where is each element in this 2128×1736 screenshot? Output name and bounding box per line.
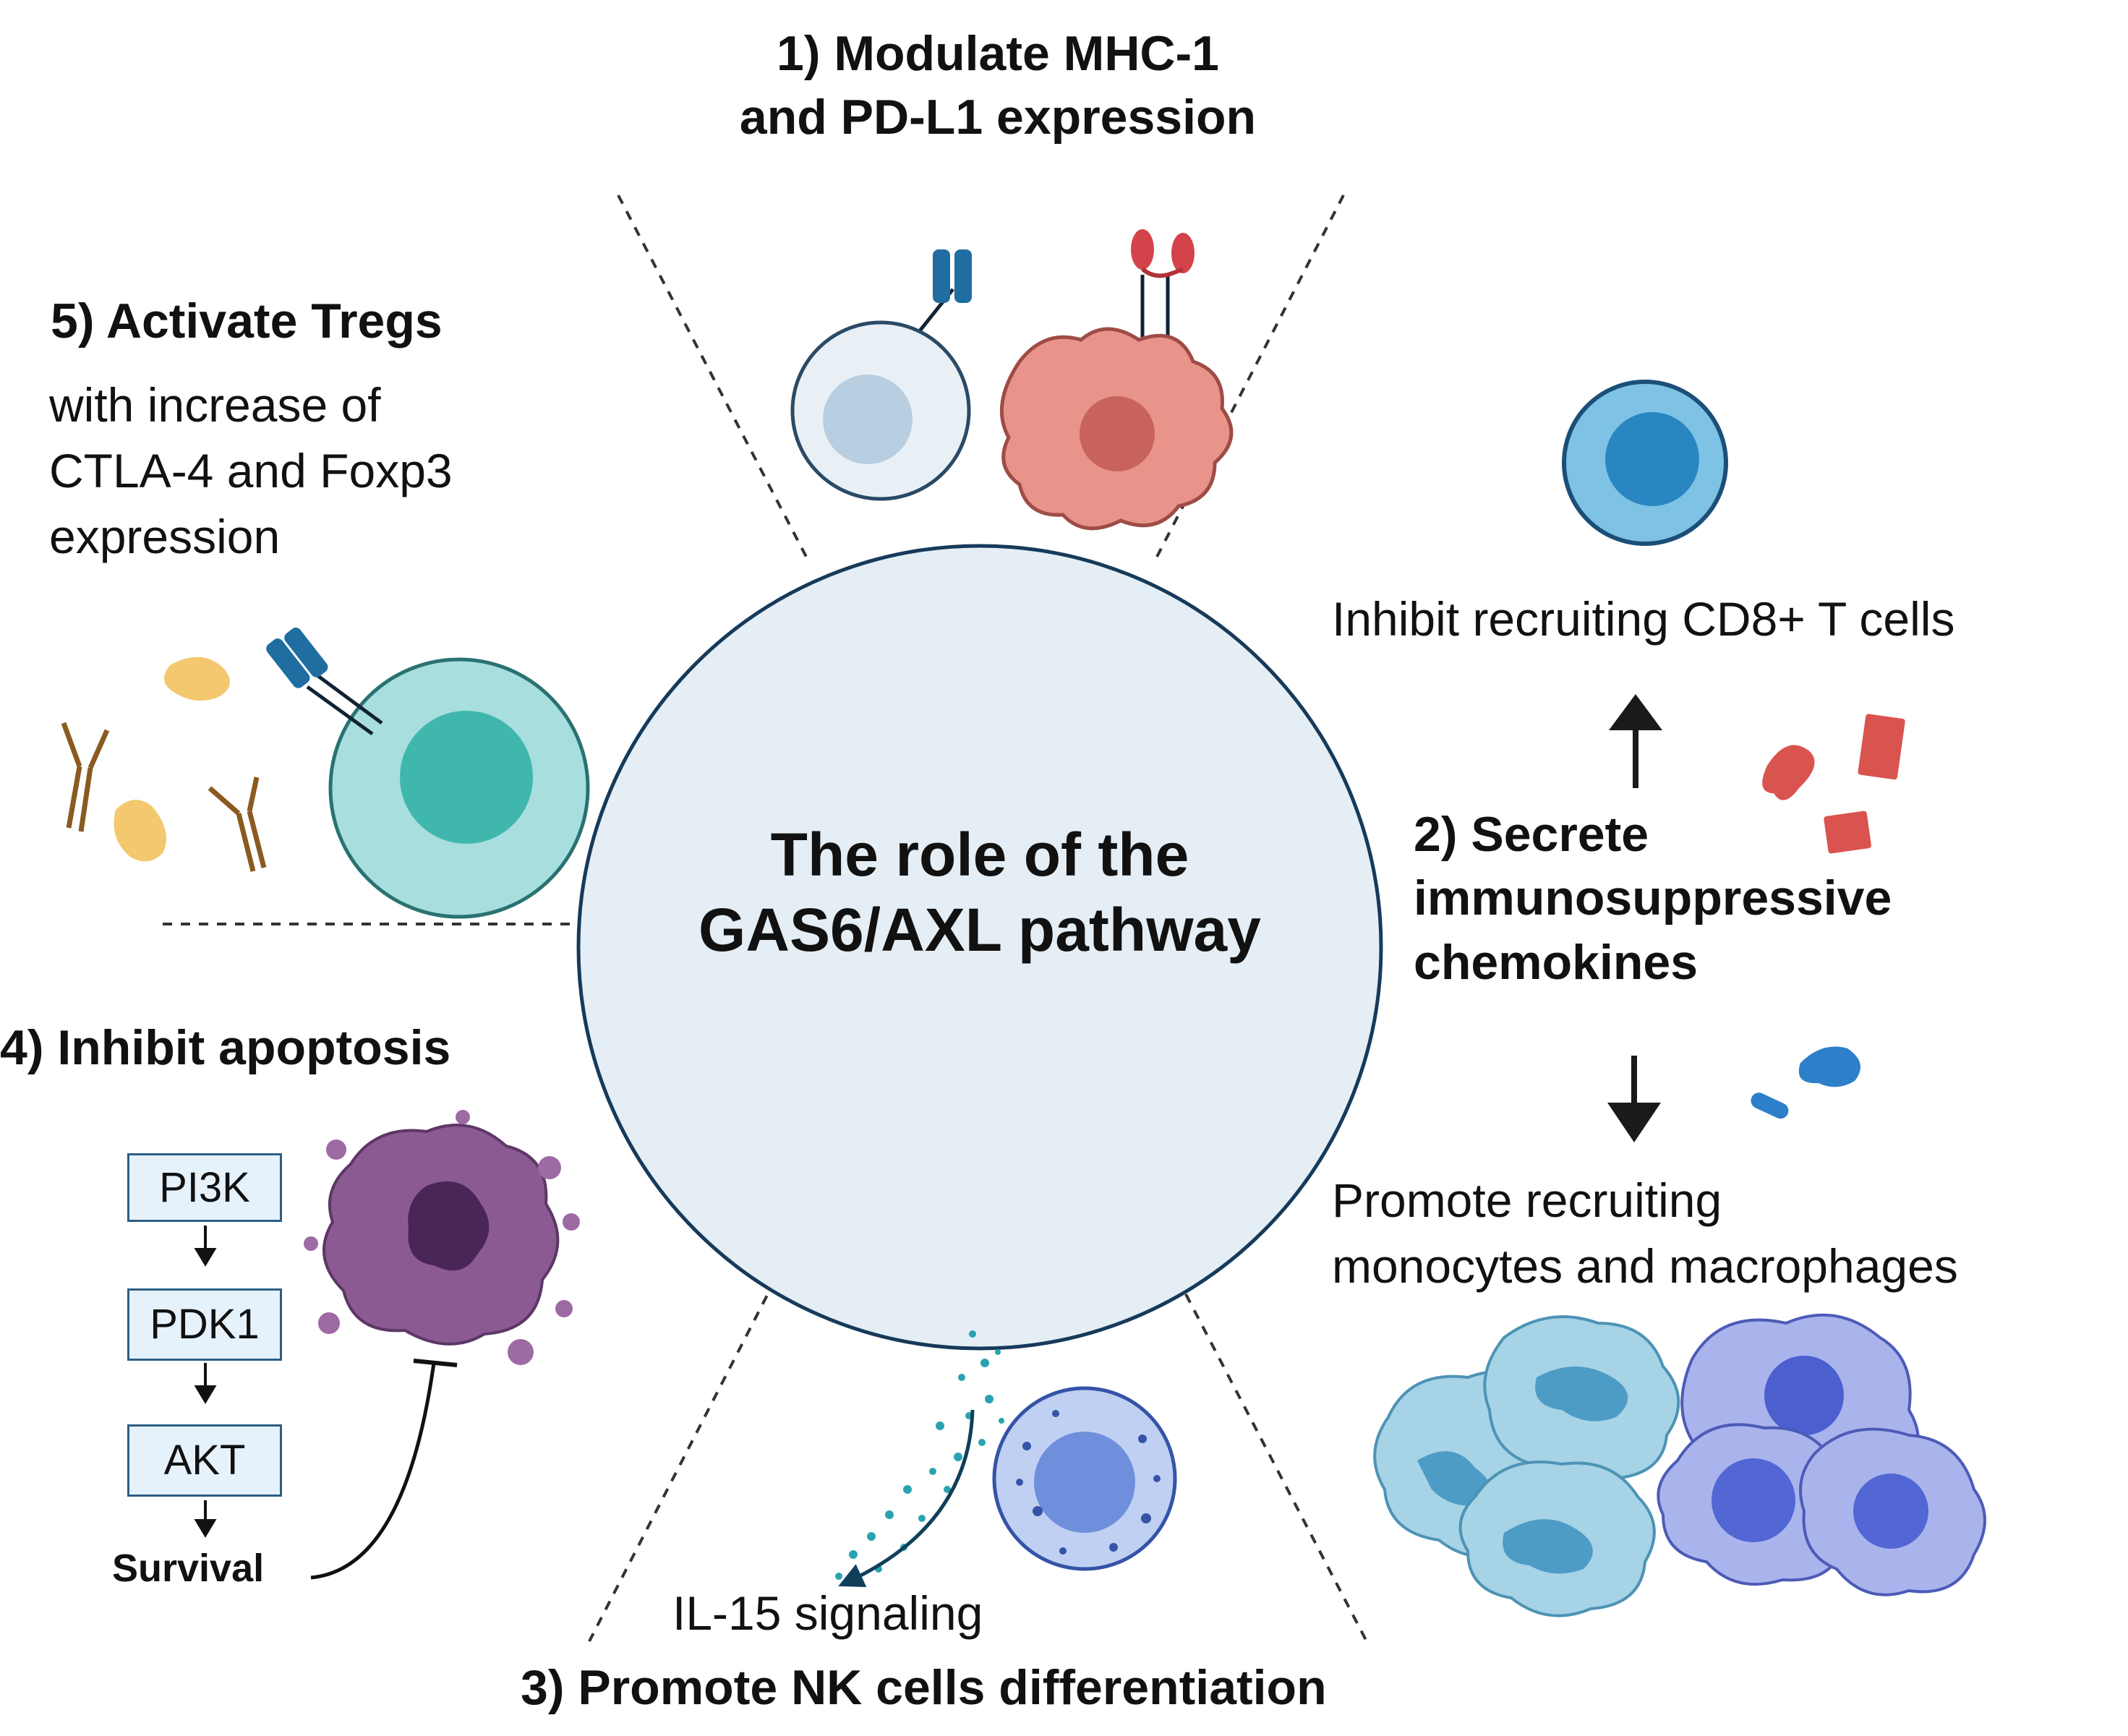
section2-up-text: Inhibit recruiting CD8+ T cells (1332, 592, 1955, 646)
section-dividers (163, 194, 1368, 1642)
antibody-icon-left (61, 722, 110, 832)
section2-title-line-3: chemokines (1414, 934, 1698, 990)
divider-top-left (617, 194, 808, 557)
ctla4-receptor-icon (266, 628, 383, 736)
section3-illustration (835, 1330, 1177, 1588)
nk-cell-icon (992, 1386, 1177, 1571)
treg-cell-icon (328, 657, 590, 919)
inhibition-arc (310, 1362, 436, 1580)
antibody-icon-right (208, 777, 267, 872)
down-arrow-icon (1607, 1056, 1661, 1142)
divider-top-right (1155, 194, 1345, 557)
divider-bottom-left (588, 1279, 777, 1642)
tumor-cell-icon (999, 327, 1234, 531)
section3-signal-label: IL-15 signaling (672, 1586, 983, 1640)
section2-illustration (1373, 380, 1986, 1617)
divider-bottom-right (1184, 1294, 1368, 1642)
pathway-arrows (194, 1226, 217, 1538)
red-chemokine-icons (1762, 714, 1905, 854)
center-title-line-2: GAS6/AXL pathway (698, 896, 1261, 965)
section2-title-line-2: immunosuppressive (1414, 871, 1892, 926)
cd8-t-cell-icon (1562, 380, 1728, 546)
section5-body-line-1: with increase of (49, 378, 381, 432)
il15-arrow (838, 1409, 975, 1588)
center-title-line-1: The role of the (770, 821, 1189, 889)
section2-down-text-line-1: Promote recruiting (1332, 1173, 1722, 1227)
inhibition-bar (413, 1359, 458, 1367)
immune-cell-icon (790, 320, 971, 501)
section5-body-line-2: CTLA-4 and Foxp3 (49, 444, 453, 498)
pathway-box-pdk1: PDK1 (127, 1288, 282, 1361)
pathway-outcome: Survival (112, 1547, 265, 1590)
monocyte-cluster-icon (1657, 1313, 1986, 1596)
section5-body: with increase of CTLA-4 and Foxp3 expres… (49, 372, 453, 570)
section5-title: 5) Activate Tregs (51, 294, 443, 349)
section1-illustration (790, 229, 1234, 531)
pathway-box-akt: AKT (127, 1424, 282, 1497)
section3-title: 3) Promote NK cells differentiation (521, 1660, 1327, 1715)
section1-title-line-2: and PD-L1 expression (739, 90, 1257, 145)
macrophage-cluster-icon (1373, 1315, 1680, 1617)
ligand-blobs-icon (114, 657, 230, 862)
pd-l1-receptor-icon (1131, 229, 1195, 340)
section2-title: 2) Secrete immunosuppressive chemokines (1414, 803, 1892, 994)
section2-down-text: Promote recruiting monocytes and macroph… (1332, 1168, 1958, 1299)
apoptotic-cell-icon (304, 1110, 580, 1365)
blue-chemokine-icons (1751, 1046, 1860, 1119)
center-title: The role of the GAS6/AXL pathway (582, 817, 1377, 967)
pathway-box-pi3k: PI3K (127, 1153, 282, 1222)
mhc-receptor-icon (911, 249, 972, 341)
section1-title-line-1: 1) Modulate MHC-1 (777, 26, 1219, 81)
section5-illustration (61, 628, 590, 919)
il15-dots-icon (835, 1330, 1004, 1580)
section2-down-text-line-2: monocytes and macrophages (1332, 1239, 1958, 1294)
section5-body-line-3: expression (49, 510, 281, 564)
section2-title-line-1: 2) Secrete (1414, 807, 1649, 862)
up-arrow-icon (1609, 694, 1662, 788)
center-circle (576, 544, 1383, 1351)
section4-title: 4) Inhibit apoptosis (0, 1020, 451, 1075)
section4-illustration (194, 1110, 580, 1580)
section1-title: 1) Modulate MHC-1 and PD-L1 expression (694, 22, 1302, 150)
